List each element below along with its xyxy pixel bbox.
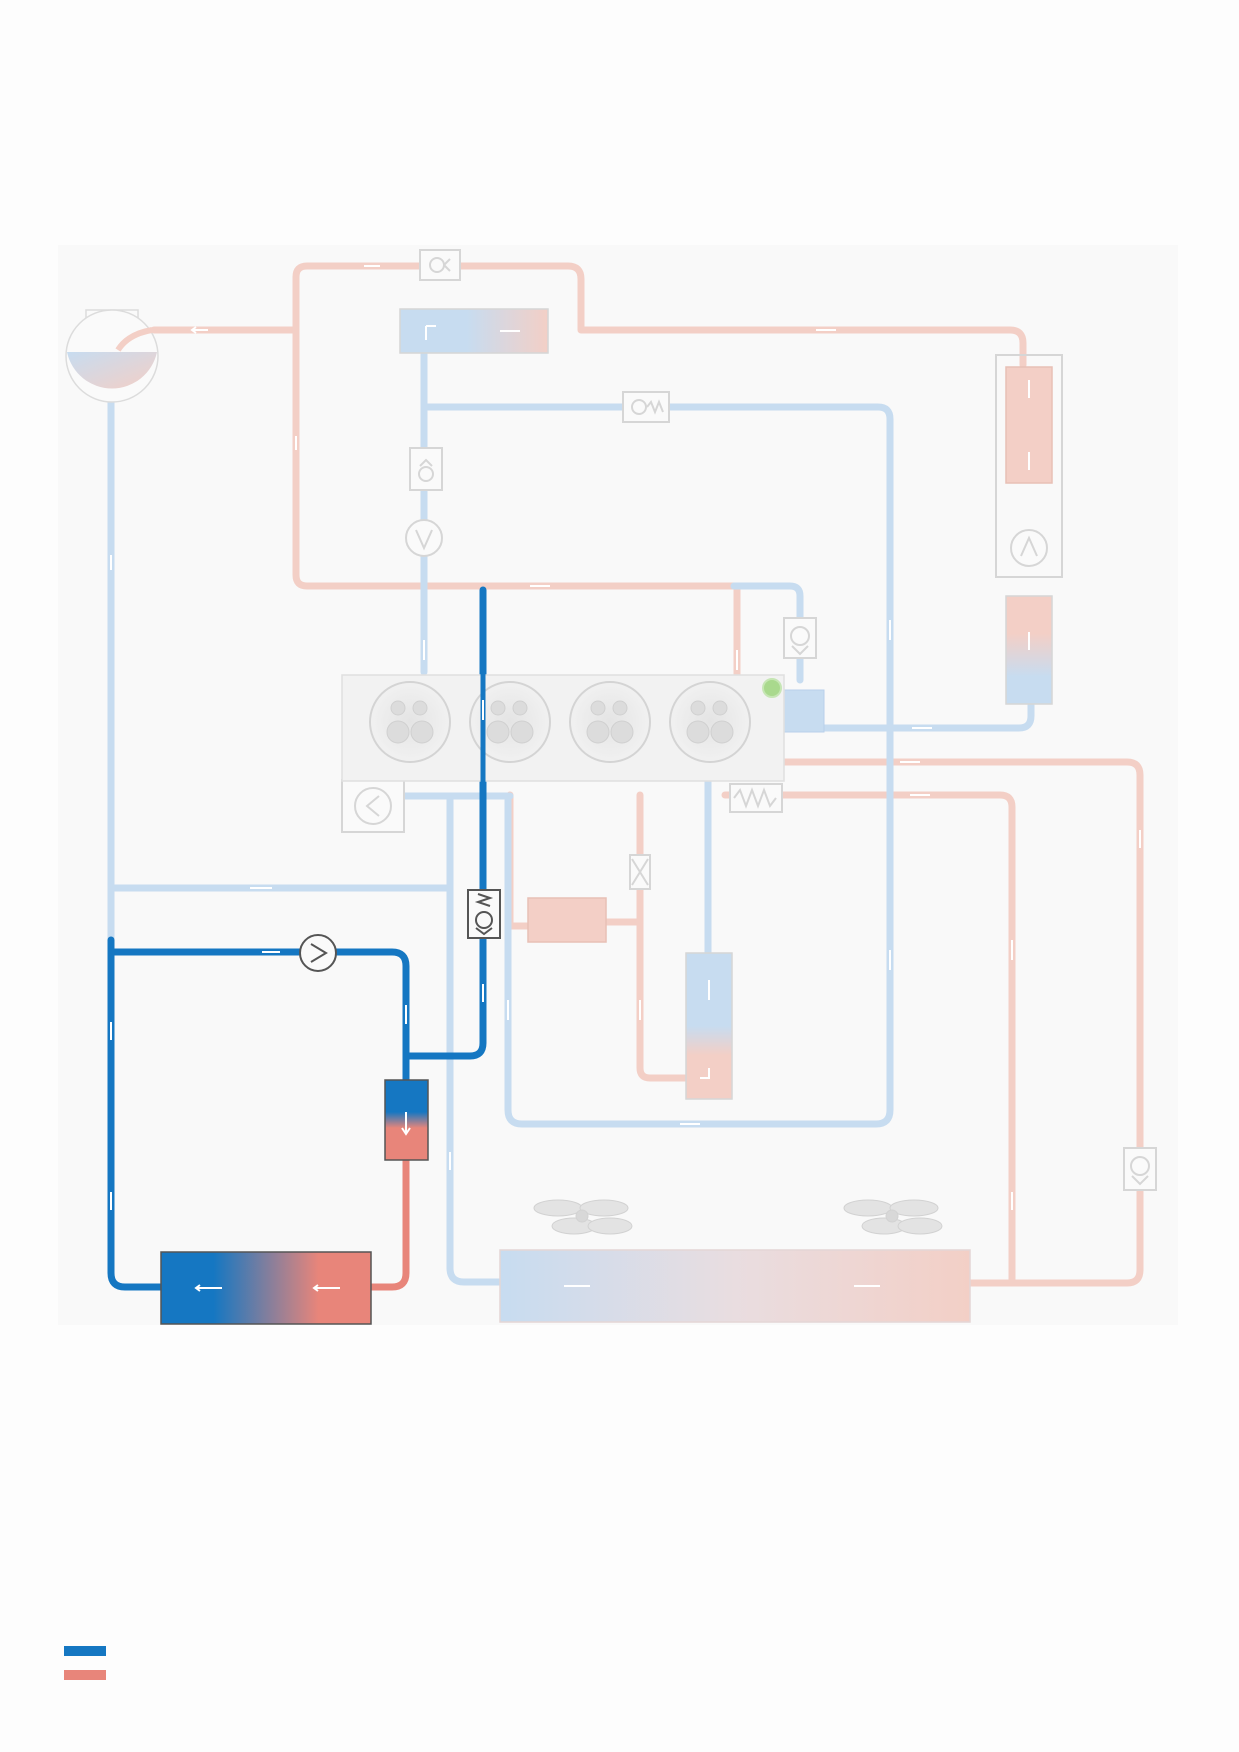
sensor-dot: [762, 678, 782, 698]
legend-swatch-hot: [64, 1670, 106, 1680]
radiator-fan-left-icon: [533, 1199, 633, 1235]
legend-swatch-cold: [64, 1646, 106, 1656]
flow-arrow: [190, 326, 208, 334]
oil-cooler: [399, 308, 549, 354]
check-valve-left: [409, 447, 443, 491]
legend: [64, 1646, 106, 1694]
thermostat-housing: [527, 897, 607, 943]
cold-line-active-top: [107, 948, 410, 1084]
hot-line-top-loop: [292, 262, 1027, 369]
check-valve-top: [419, 249, 461, 281]
engine-cylinder: [469, 681, 551, 763]
engine-block-sensor-box: [783, 689, 825, 733]
circulation-pump-active: [299, 934, 337, 972]
expansion-tank-inlet-spout: [115, 327, 153, 352]
thermostat-right: [783, 617, 817, 659]
component-symbols-faded: [341, 249, 1157, 1191]
restrictor-valve: [629, 854, 651, 890]
flow-arrows: [110, 265, 1141, 1210]
heater-element: [729, 783, 783, 813]
hot-line-tank-return: [150, 326, 738, 590]
flow-arrow: [425, 325, 520, 340]
coolant-pump-upper: [405, 519, 443, 557]
flow-arrow: [194, 1284, 340, 1292]
check-valve-far-right: [1123, 1147, 1157, 1191]
expansion-tank-fluid: [67, 352, 157, 389]
engine-cylinder: [369, 681, 451, 763]
cold-line-hx-return: [818, 696, 1035, 732]
cold-line-active-left-loop: [107, 936, 166, 1291]
cold-lines-active: [107, 586, 487, 1291]
check-valve-active: [467, 889, 501, 939]
engine-cylinder: [669, 681, 751, 763]
check-valve-spring-top: [622, 391, 670, 423]
coolant-pump-right: [1010, 529, 1048, 567]
engine-cylinders: [369, 681, 751, 763]
cold-line-top-return: [420, 403, 894, 1128]
cold-lines-faded: [107, 346, 1035, 1286]
right-pump-frame: [995, 354, 1063, 578]
expansion-tank: [65, 309, 159, 403]
engine-block: [341, 674, 785, 782]
flow-arrow: [700, 980, 710, 1079]
engine-cylinder: [569, 681, 651, 763]
hot-line-active: [368, 1156, 410, 1291]
hot-line-engine-outlet: [721, 791, 1016, 1287]
flow-arrow: [401, 1112, 411, 1136]
coolant-pump-engine: [341, 779, 405, 833]
hot-line-restrictor: [636, 791, 694, 1082]
cold-line-active-valve: [402, 586, 487, 1060]
diagram-panel: [58, 245, 1178, 1325]
cold-line-radiator-feed: [446, 792, 504, 1286]
radiator-fan-right-icon: [843, 1199, 943, 1235]
cold-line-right-hx: [730, 582, 804, 684]
